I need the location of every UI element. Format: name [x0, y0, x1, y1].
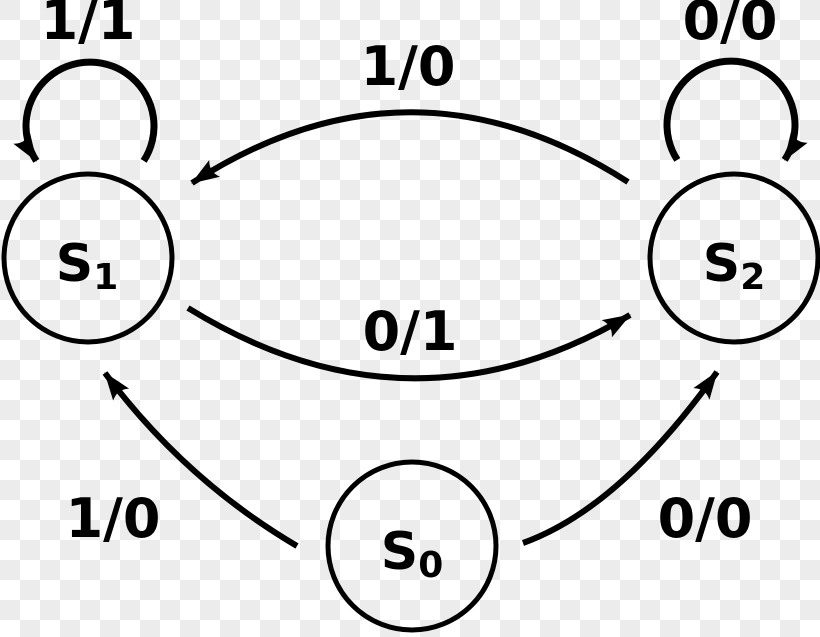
- state-s2-name: S: [703, 234, 740, 294]
- transition-s2-self-arc: [663, 57, 808, 162]
- state-s1-label: S1: [56, 234, 119, 298]
- transition-s1-to-s2-arc: [186, 305, 632, 382]
- state-s0-label: S0: [381, 522, 444, 586]
- transition-s0-to-s1-arc: [102, 371, 299, 549]
- transition-s2-to-s1-label: 1/0: [361, 35, 456, 98]
- transition-s0-to-s1-label: 1/0: [66, 487, 161, 550]
- state-s2-label: S2: [703, 234, 766, 298]
- state-s0-subscript: 0: [418, 545, 443, 586]
- state-s1-circle: [1, 171, 175, 345]
- transition-s1-self-label: 1/1: [41, 0, 136, 52]
- transition-s2-to-s1-arc: [190, 109, 630, 186]
- transition-s0-to-s2-label: 0/0: [658, 487, 753, 550]
- transition-s1-to-s2-label: 0/1: [363, 300, 458, 363]
- state-s1-subscript: 1: [93, 257, 118, 298]
- transition-s1-self-arc: [13, 58, 158, 163]
- transition-s2-self-label: 0/0: [683, 0, 778, 52]
- state-s2-circle: [647, 171, 820, 345]
- state-s0-name: S: [381, 522, 418, 582]
- state-s1-name: S: [56, 234, 93, 294]
- transition-s0-to-s2-arc: [521, 370, 720, 546]
- state-s0-circle: [325, 459, 499, 633]
- state-s2-subscript: 2: [740, 257, 765, 298]
